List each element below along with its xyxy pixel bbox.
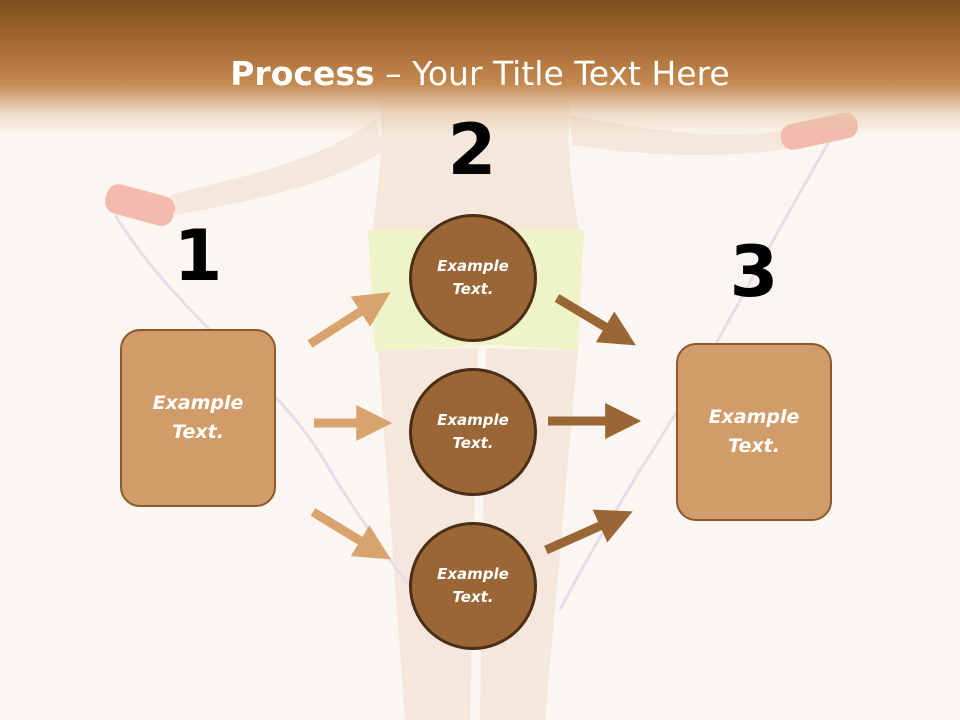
right-arm-shape [570,115,792,156]
step3-line1: Example [708,406,800,428]
slide-title: Process – Your Title Text Here [0,52,960,96]
title-rest: – Your Title Text Here [374,54,730,93]
step2-circle-top: Example Text. [409,214,537,342]
title-bar [0,0,960,135]
arrow-right-top [554,294,636,346]
arrow-right-bottom [544,509,633,555]
circle-bottom-line2: Text. [452,588,494,606]
circle-middle-line1: Example [437,411,509,429]
step-number-1: 1 [173,215,223,297]
left-handle [105,184,175,226]
circle-middle-line2: Text. [452,434,494,452]
left-arm-shape [170,120,385,215]
step3-box: Example Text. [676,343,832,521]
step1-line2: Text. [172,421,224,443]
step-number-3: 3 [729,231,779,313]
title-bold: Process [230,54,375,93]
circle-bottom-line1: Example [437,565,509,583]
rope-right [558,139,832,611]
step1-box: Example Text. [120,329,276,507]
step2-circle-bottom: Example Text. [409,522,537,650]
step1-line1: Example [152,392,244,414]
circle-top-line1: Example [437,257,509,275]
step3-line2: Text. [728,435,780,457]
step2-circle-middle: Example Text. [409,368,537,496]
arrow-left-top [307,292,391,348]
torso-shape [372,100,580,240]
circle-top-line2: Text. [452,280,494,298]
arrow-left-bottom [310,508,391,560]
step-number-2: 2 [447,109,497,191]
